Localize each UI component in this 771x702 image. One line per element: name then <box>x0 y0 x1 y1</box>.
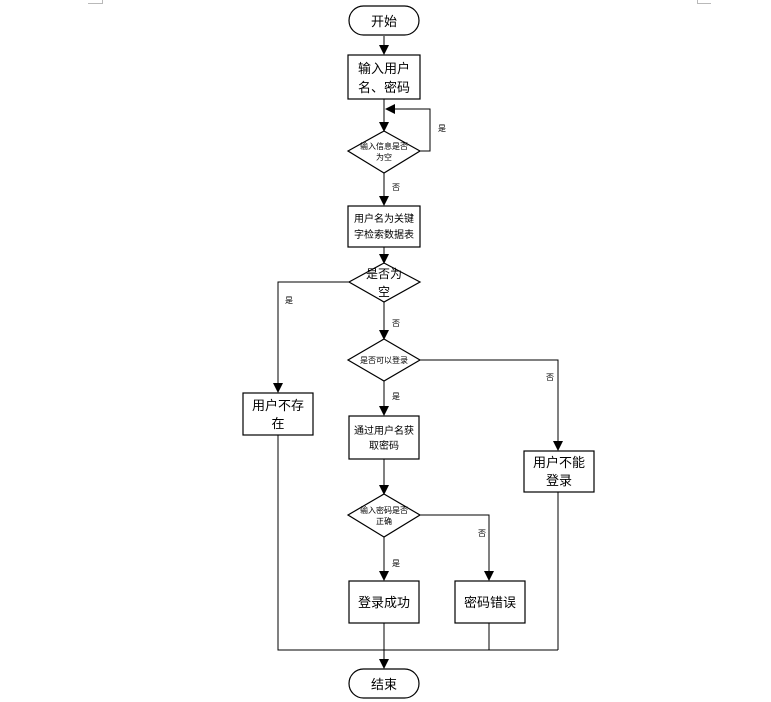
edge-label-check-no: 否 <box>392 183 400 192</box>
can-login-decision <box>346 338 422 382</box>
check-empty-label-line1: 输入信息是否 <box>360 141 408 151</box>
edge-label-pwd-yes: 是 <box>392 559 400 568</box>
search-box <box>347 205 421 248</box>
end-label: 结束 <box>371 678 397 693</box>
edge-label-empty-yes: 是 <box>285 296 293 305</box>
password-check-label-line1: 输入密码是否 <box>360 505 408 515</box>
check-empty-label-line2: 为空 <box>376 152 392 162</box>
password-check-decision <box>346 493 422 538</box>
end-terminal <box>348 668 420 699</box>
edge-label-login-yes: 是 <box>392 392 400 401</box>
cannot-login-box <box>523 450 595 493</box>
input-label-line2: 名、密码 <box>358 80 410 96</box>
connectors <box>273 36 563 669</box>
user-missing-label-line1: 用户不存 <box>252 398 304 414</box>
edge-label-pwd-no: 否 <box>478 529 486 538</box>
edge-empty-yes <box>273 281 349 393</box>
login-success-label: 登录成功 <box>358 596 410 611</box>
get-password-box <box>348 415 420 460</box>
edge-label-loop-yes: 是 <box>438 124 446 133</box>
page-corner-mark-left <box>88 3 102 4</box>
password-wrong-label: 密码错误 <box>464 595 516 611</box>
edge-check-loop-yes <box>385 104 431 152</box>
can-login-label: 是否可以登录 <box>360 355 408 365</box>
check-empty-decision <box>346 130 422 174</box>
result-empty-label-line1: 是否为 <box>366 267 402 281</box>
login-success-box <box>348 580 420 624</box>
password-check-label-line2: 正确 <box>376 516 392 526</box>
edge-pwd-no <box>420 514 494 581</box>
cannot-login-label-line1: 用户不能 <box>533 455 585 471</box>
edge-login-no <box>420 359 563 451</box>
user-missing-box <box>242 392 314 436</box>
search-label-line2: 字检索数据表 <box>354 228 414 241</box>
search-label-line1: 用户名为关键 <box>354 212 414 225</box>
edge-label-empty-no: 否 <box>392 319 400 328</box>
get-password-label-line1: 通过用户名获 <box>354 424 414 437</box>
get-password-label-line2: 取密码 <box>369 439 399 452</box>
start-terminal <box>348 5 420 36</box>
start-label: 开始 <box>371 15 397 30</box>
cannot-login-label-line2: 登录 <box>546 474 572 489</box>
input-label-line1: 输入用户 <box>358 61 410 77</box>
user-missing-label-line2: 在 <box>271 417 284 432</box>
result-empty-decision <box>347 262 422 303</box>
input-box <box>347 54 421 100</box>
edge-merge-bottom <box>277 435 558 651</box>
page-corner-tick-left <box>102 0 103 4</box>
page-corner-tick-right <box>697 0 698 4</box>
password-wrong-box <box>454 580 526 624</box>
result-empty-label-line2: 空 <box>378 285 390 299</box>
page-corner-mark-right <box>697 3 711 4</box>
edge-label-login-no: 否 <box>546 373 554 382</box>
